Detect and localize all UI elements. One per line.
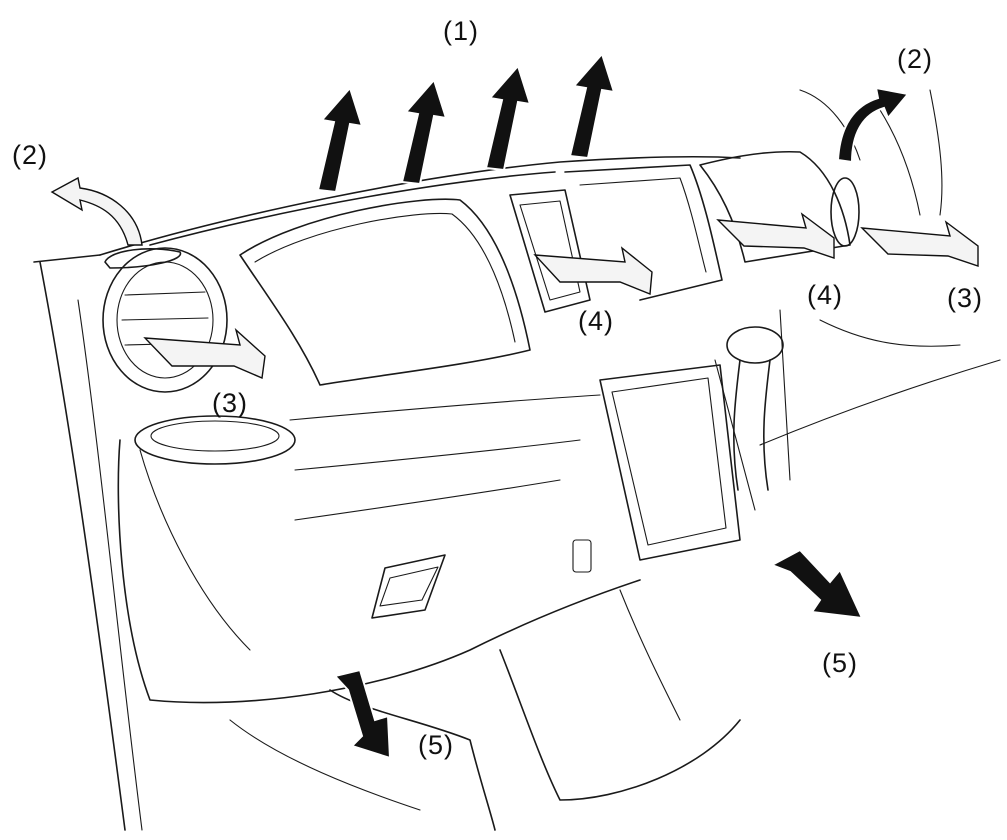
label-foot-left: (5) xyxy=(418,730,454,761)
side-vent-arrow-right xyxy=(862,222,978,266)
label-side-vent-left: (3) xyxy=(212,388,248,419)
label-center-vent-right: (4) xyxy=(807,280,843,311)
label-side-vent-right: (3) xyxy=(947,283,983,314)
side-vent-arrow-left xyxy=(145,330,265,378)
defroster-arrow-2 xyxy=(402,80,446,184)
label-side-defroster-right: (2) xyxy=(897,44,933,75)
defroster-arrow-3 xyxy=(486,66,530,170)
foot-arrows xyxy=(335,550,862,758)
side-defroster-arrows xyxy=(52,88,908,245)
side-defroster-arrow-left xyxy=(52,178,142,245)
side-defroster-arrow-right xyxy=(838,88,908,162)
foot-arrow-left xyxy=(335,670,390,758)
center-vent-arrow-right xyxy=(718,214,834,258)
dashboard-outline xyxy=(34,90,1000,830)
label-defroster: (1) xyxy=(443,16,479,47)
label-side-defroster-left: (2) xyxy=(12,140,48,171)
defroster-arrow-1 xyxy=(318,88,362,192)
center-vent-arrow-left xyxy=(535,248,652,294)
foot-arrow-right xyxy=(772,550,862,618)
label-foot-right: (5) xyxy=(822,648,858,679)
label-center-vent-left: (4) xyxy=(578,306,614,337)
defroster-arrow-4 xyxy=(570,54,614,158)
